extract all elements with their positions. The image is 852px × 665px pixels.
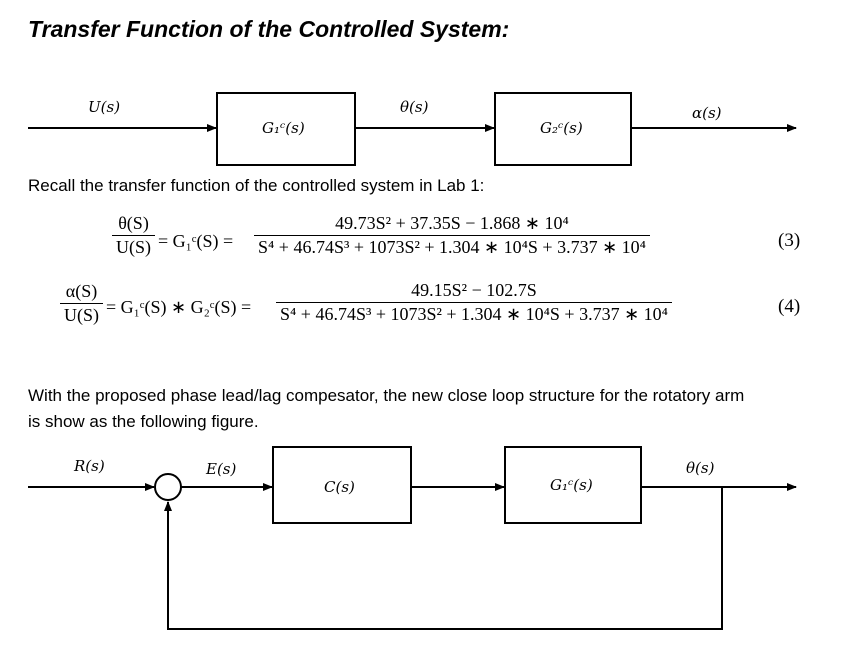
recall-text: Recall the transfer function of the cont… <box>28 176 485 195</box>
summing-junction <box>154 473 182 501</box>
feedback-path <box>164 487 723 630</box>
g2-block-label: G₂ᶜ(s) <box>540 119 583 137</box>
eq3-rhs-fraction: 49.73S² + 37.35S − 1.868 ∗ 10⁴ S⁴ + 46.7… <box>254 213 650 258</box>
alpha-signal-label: α(s) <box>692 104 722 122</box>
eq4-rhs-fraction: 49.15S² − 102.7S S⁴ + 46.74S³ + 1073S² +… <box>276 280 672 325</box>
eq3-lhs-fraction: θ(S) U(S) <box>112 213 155 258</box>
error-signal-label: E(s) <box>206 460 237 478</box>
eq3-middle: = G₁ᶜ(S) = <box>158 231 234 251</box>
eq4-lhs-numerator: α(S) <box>65 281 98 301</box>
eq4-denominator: S⁴ + 46.74S³ + 1073S² + 1.304 ∗ 10⁴S + 3… <box>276 302 672 325</box>
g2-block <box>494 92 632 166</box>
controller-block-label: C(s) <box>324 478 355 496</box>
eq3-lhs-denominator: U(S) <box>112 235 155 258</box>
eq3-lhs-numerator: θ(S) <box>118 213 149 233</box>
eq4-numerator: 49.15S² − 102.7S <box>411 280 537 300</box>
eq4-lhs-denominator: U(S) <box>60 303 103 326</box>
eq3-number: (3) <box>778 230 801 251</box>
eq4-number: (4) <box>778 296 801 317</box>
g1-block-label: G₁ᶜ(s) <box>262 119 305 137</box>
output-signal-label: θ(s) <box>686 459 715 477</box>
input-signal-label: U(s) <box>88 98 121 116</box>
compensator-text-line1: With the proposed phase lead/lag compesa… <box>28 386 745 405</box>
compensator-text-line2: is show as the following figure. <box>28 412 259 431</box>
theta-signal-label: θ(s) <box>400 98 429 116</box>
plant-block-label: G₁ᶜ(s) <box>550 476 593 494</box>
g1-block <box>216 92 356 166</box>
reference-signal-label: R(s) <box>74 457 105 475</box>
plant-block <box>504 446 642 524</box>
eq4-lhs-fraction: α(S) U(S) <box>60 281 103 326</box>
eq4-middle: = G₁ᶜ(S) ∗ G₂ᶜ(S) = <box>106 297 252 317</box>
eq3-numerator: 49.73S² + 37.35S − 1.868 ∗ 10⁴ <box>335 213 569 233</box>
controller-block <box>272 446 412 524</box>
page-title: Transfer Function of the Controlled Syst… <box>28 16 510 42</box>
eq3-denominator: S⁴ + 46.74S³ + 1073S² + 1.304 ∗ 10⁴S + 3… <box>254 235 650 258</box>
